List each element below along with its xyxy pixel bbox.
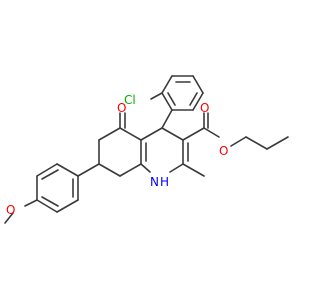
bond [36,163,58,177]
cyclohexenone-ring [98,112,142,177]
bond [119,127,142,141]
bond [4,212,14,224]
bond [192,92,204,111]
ester-ether-oxygen-label: O [219,144,228,158]
methoxyphenyl-ring [4,163,100,224]
nitrogen-hydrogen-label: H [160,175,169,189]
bond [182,127,205,141]
bond [150,92,163,100]
chlorophenyl-ring [150,75,204,111]
bond [161,75,173,94]
nitrogen-label: N [150,175,159,189]
bond [77,163,100,177]
bond [41,196,59,207]
bond [56,163,79,177]
bond [140,163,151,173]
methoxy-oxygen-label: O [6,203,15,217]
chlorine-label: Cl [124,93,136,107]
bond [119,163,142,177]
ketone-oxygen-label: O [117,101,126,115]
bond [98,127,121,141]
bond [167,92,176,106]
methyl-bond [182,163,205,177]
bond [161,109,173,129]
bond [140,127,163,141]
bond [24,199,38,207]
bond [56,199,79,213]
bond [36,199,58,213]
molecule-canvas: Cl O O O N H O [4,75,289,224]
bond [169,163,184,173]
bond [230,136,247,147]
bond [161,127,184,141]
dihydropyridine-ring [140,109,189,173]
bond [266,136,289,150]
propyl-ester-group [182,112,289,150]
bond [203,127,220,138]
bond [192,75,204,94]
ester-carbonyl-oxygen-label: O [200,101,209,115]
bond [41,169,59,180]
bond [98,163,121,177]
bond [245,136,268,150]
bond [161,92,173,111]
bond [189,92,198,106]
structure-diagram: Cl O O O N H O [4,75,289,224]
